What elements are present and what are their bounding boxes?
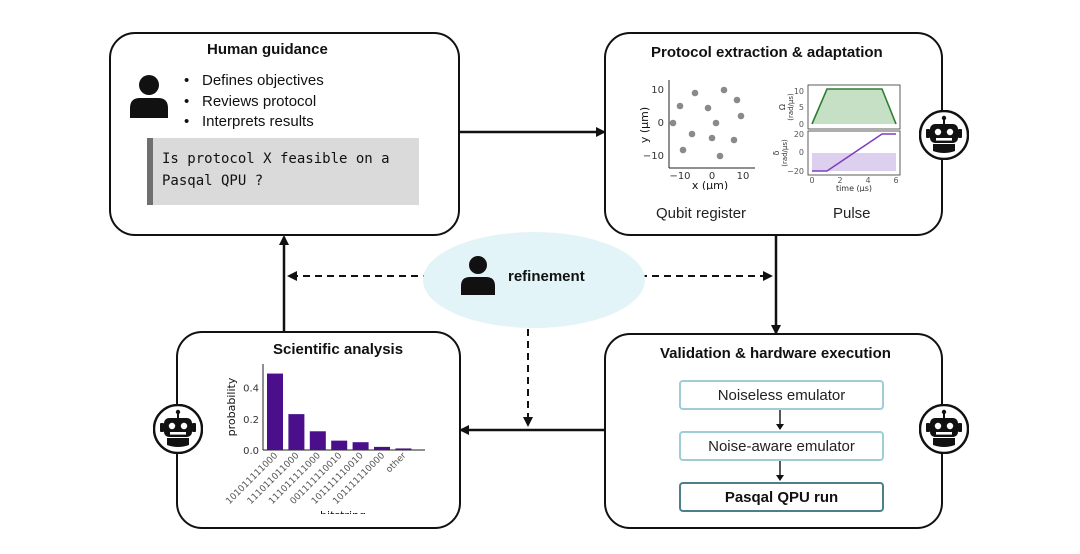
refinement-label: refinement [508, 268, 585, 285]
register-ytick: 10 [651, 85, 664, 96]
delta-tick: 0 [799, 148, 804, 157]
y-tick-label: 0.2 [243, 415, 259, 426]
bar [331, 440, 348, 450]
bar [267, 373, 283, 450]
qubit-atom [679, 146, 687, 154]
qubit-register-plot: 10 0 −10 −10 0 10 x (µm) y (µm) [640, 80, 755, 190]
pulse-label: Pulse [833, 205, 871, 222]
bar [288, 414, 305, 450]
time-label: time (µs) [836, 184, 872, 192]
time-tick: 0 [809, 176, 814, 185]
validation-title: Validation & hardware execution [660, 345, 891, 362]
qubit-atom [733, 96, 741, 104]
register-xtick: −10 [669, 171, 690, 182]
stage-arrows [776, 410, 784, 481]
refinement-ellipse [423, 232, 645, 328]
analysis-box [176, 331, 461, 529]
register-ylabel: y (µm) [640, 107, 651, 143]
objective-item: Reviews protocol [184, 92, 324, 113]
delta-tick: 20 [794, 130, 804, 139]
qubit-atom [688, 130, 696, 138]
omega-tick: 10 [794, 87, 804, 96]
qpu-run-stage: Pasqal QPU run [679, 482, 884, 512]
y-tick-label: 0.4 [243, 384, 259, 395]
human-guidance-title: Human guidance [207, 41, 328, 58]
robot-icon [919, 404, 969, 454]
register-xtick: 10 [737, 171, 750, 182]
robot-icon [153, 404, 203, 454]
query-line: Pasqal QPU ? [162, 173, 264, 189]
register-xlabel: x (µm) [692, 179, 728, 190]
probability-bar-chart: 0.00.20.4probability10101111100011101101… [225, 364, 425, 514]
omega-label: Ω [778, 104, 787, 110]
qubit-atom [716, 152, 724, 160]
qubit-atom [669, 119, 677, 127]
qubit-atom [676, 102, 684, 110]
x-tick-label: other [384, 451, 408, 475]
objectives-list: Defines objectives Reviews protocol Inte… [184, 71, 324, 133]
bar [374, 446, 390, 450]
register-ytick: 0 [658, 118, 664, 129]
pulse-plot: 10 5 0 20 0 −20 0 2 4 6 time (µs) Ω (rad… [772, 84, 901, 192]
time-tick: 2 [837, 176, 842, 185]
delta-unit: (rad/µs) [781, 139, 789, 167]
register-xtick: 0 [709, 171, 715, 182]
time-tick: 4 [865, 176, 870, 185]
robot-icon [919, 110, 969, 160]
qubit-atom [691, 89, 699, 97]
bar [309, 431, 326, 450]
y-axis-label: probability [225, 377, 238, 436]
omega-unit: (rad/µs) [787, 93, 795, 121]
time-tick: 6 [893, 176, 898, 185]
qubit-atom [708, 134, 716, 142]
query-block: Is protocol X feasible on a Pasqal QPU ? [147, 138, 419, 205]
omega-tick: 0 [799, 120, 804, 129]
qubit-atom [704, 104, 712, 112]
omega-tick: 5 [799, 103, 804, 112]
noiseless-emulator-stage: Noiseless emulator [679, 380, 884, 410]
person-icon [461, 256, 495, 295]
human-guidance-box [109, 32, 460, 236]
qubit-atom [730, 136, 738, 144]
delta-tick: −20 [787, 167, 804, 176]
qubit-atom [720, 86, 728, 94]
objective-item: Defines objectives [184, 71, 324, 92]
bar [352, 442, 369, 450]
query-line: Is protocol X feasible on a [162, 151, 390, 167]
x-axis-label: bitstring [320, 509, 366, 514]
bar [395, 448, 412, 450]
protocol-title: Protocol extraction & adaptation [651, 44, 883, 61]
qubit-atom [737, 112, 745, 120]
person-icon [130, 75, 168, 118]
y-tick-label: 0.0 [243, 446, 259, 457]
qubit-register-label: Qubit register [656, 205, 747, 222]
delta-label: δ [772, 150, 781, 155]
analysis-title: Scientific analysis [273, 341, 404, 358]
register-ytick: −10 [643, 151, 664, 162]
qubit-atom [712, 119, 720, 127]
noise-aware-emulator-stage: Noise-aware emulator [679, 431, 884, 461]
objective-item: Interprets results [184, 112, 324, 133]
